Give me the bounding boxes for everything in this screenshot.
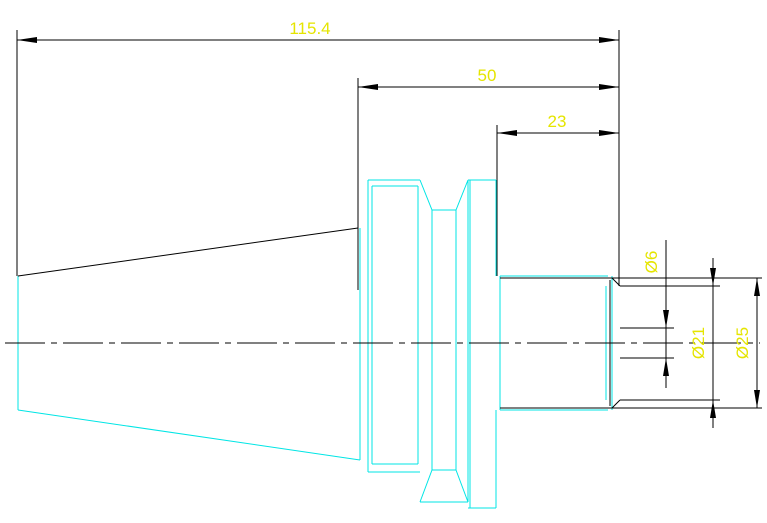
- chamfer-bottom: [611, 399, 621, 409]
- v-groove-bottom: [419, 469, 469, 503]
- arrow-right-23: [599, 130, 619, 136]
- dimension-dia-25: Ø25: [733, 278, 760, 408]
- arrow-dia21-top: [710, 268, 716, 286]
- arrow-dia6-top: [663, 310, 669, 328]
- arrow-left-115-4: [17, 37, 37, 43]
- arrow-dia25-bottom: [754, 390, 760, 408]
- dimension-dia-21: Ø21: [689, 258, 716, 428]
- dim-text-dia6: Ø6: [642, 251, 661, 274]
- dim-text-50: 50: [478, 66, 497, 85]
- dim-text-23: 23: [548, 112, 567, 131]
- dimension-50: 50: [358, 66, 619, 90]
- part-outline: [17, 179, 613, 509]
- cone-top-edge: [17, 227, 359, 277]
- arrow-left-50: [358, 84, 378, 90]
- extension-lines: [16, 30, 762, 409]
- dim-text-dia25: Ø25: [733, 327, 752, 359]
- arrow-left-23: [497, 130, 517, 136]
- dim-text-115-4: 115.4: [289, 19, 330, 38]
- arrow-dia6-bottom: [663, 358, 669, 376]
- chamfer-top: [611, 277, 621, 287]
- v-groove-top: [419, 179, 469, 211]
- cone-bottom-edge: [17, 409, 361, 461]
- dim-text-dia21: Ø21: [689, 327, 708, 359]
- dimension-23: 23: [497, 112, 619, 136]
- arrow-right-115-4: [599, 37, 619, 43]
- arrow-dia21-bottom: [710, 400, 716, 418]
- arrow-dia25-top: [754, 278, 760, 296]
- dimension-dia-6: Ø6: [642, 240, 669, 388]
- arrow-right-50: [599, 84, 619, 90]
- dimension-115-4: 115.4: [17, 19, 619, 43]
